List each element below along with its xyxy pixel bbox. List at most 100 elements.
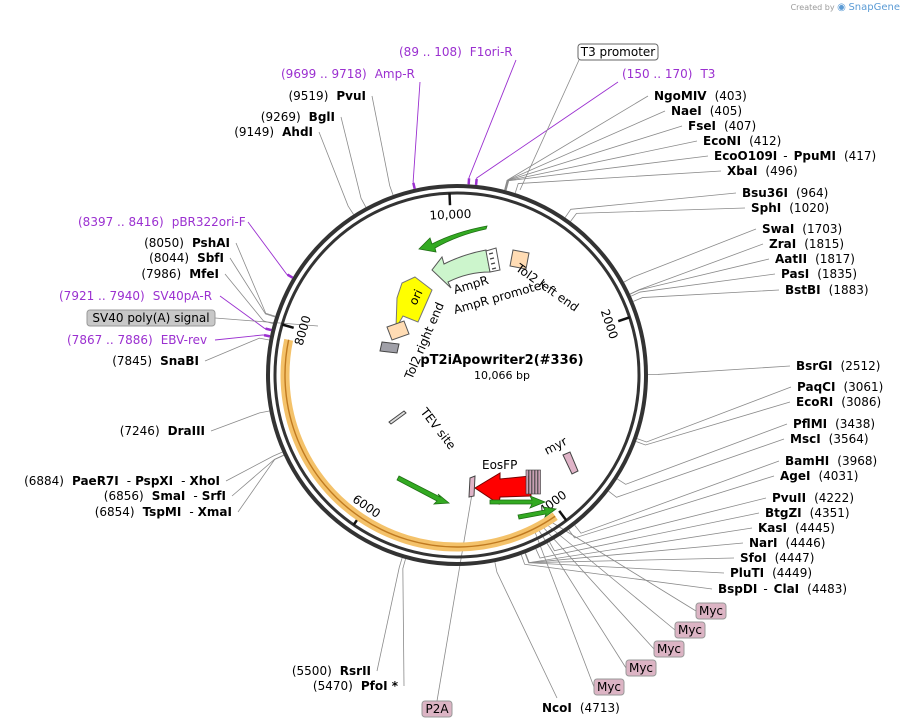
feature-label-text: P2A — [425, 702, 449, 716]
enzyme-name: MscI — [790, 432, 821, 446]
enzyme-name: PasI — [781, 267, 809, 281]
enzyme-leader — [225, 451, 283, 482]
enzyme-position: (4351) — [810, 506, 850, 520]
enzyme-leader — [520, 554, 713, 590]
enzyme-position: (9269) — [261, 110, 301, 124]
primer-leader — [219, 295, 272, 331]
enzyme-label: (6856)SmaI-SrfI — [104, 489, 226, 503]
feature-leader — [519, 59, 580, 191]
feature-label-box — [653, 640, 685, 658]
eosfp-arrow — [474, 472, 532, 505]
feature-label-box — [674, 621, 706, 639]
enzyme-name: PluTI — [730, 566, 764, 580]
enzyme-name: AatII — [775, 252, 807, 266]
enzyme-label: EcoRI (3086) — [796, 395, 881, 409]
green-arrow-bottom-right — [517, 506, 558, 520]
enzyme-name: XhoI — [189, 474, 220, 488]
primer-mark — [286, 273, 294, 279]
enzyme-name: NarI — [749, 536, 778, 550]
enzyme-label: Bsu36I(964) — [742, 186, 828, 200]
ampr-feature — [431, 247, 501, 289]
enzyme-label: BsrGI(2512) — [796, 359, 880, 373]
enzyme-label: FseI(407) — [688, 119, 756, 133]
enzyme-name: EcoRI — [796, 395, 833, 409]
enzyme-position: (964) — [796, 186, 828, 200]
enzyme-name: PaeR7I — [72, 474, 119, 488]
primer-range: (7921 .. 7940) — [59, 289, 145, 303]
tev-site-mark — [388, 410, 407, 425]
enzyme-separator: - — [127, 474, 131, 488]
enzyme-name: BglI — [309, 110, 335, 124]
sv40-block — [379, 341, 400, 354]
primer-name: EBV-rev — [161, 333, 207, 347]
enzyme-position: (403) — [715, 89, 747, 103]
enzyme-leader — [494, 562, 558, 699]
enzyme-label: (6854)TspMI-XmaI — [95, 505, 232, 519]
enzyme-name: XbaI — [727, 164, 757, 178]
enzyme-position: (4449) — [772, 566, 812, 580]
feature-leader — [541, 525, 655, 650]
primer-name: SV40pA-R — [153, 289, 212, 303]
enzyme-label: (7246) DraIII — [120, 424, 205, 438]
enzyme-leader — [224, 273, 274, 324]
primer-range: (8397 .. 8416) — [78, 215, 164, 229]
enzyme-label: SphI(1020) — [751, 201, 829, 215]
primer-mark — [265, 327, 272, 332]
enzyme-separator: - — [763, 582, 767, 596]
enzyme-position: (3564) — [829, 432, 869, 446]
enzyme-leader — [376, 557, 403, 672]
enzyme-position: (3086) — [841, 395, 881, 409]
enzyme-name: AgeI — [780, 469, 810, 483]
enzyme-position: (7246) — [120, 424, 160, 438]
myc-strip — [534, 469, 538, 495]
enzyme-position: (3061) — [843, 380, 883, 394]
enzyme-name: SfoI — [740, 551, 767, 565]
enzyme-leader — [237, 454, 284, 513]
enzyme-leader — [535, 512, 760, 559]
enzyme-position: (9149) — [234, 125, 274, 139]
feature-label-box — [86, 309, 216, 327]
enzyme-label: BspDI-ClaI(4483) — [718, 582, 847, 596]
enzyme-position: (1883) — [829, 283, 869, 297]
primer-name: F1ori-R — [470, 45, 513, 59]
enzyme-leader — [371, 95, 394, 196]
enzyme-leader — [608, 438, 785, 498]
feature-label-text: Myc — [629, 661, 653, 675]
enzyme-position: (6884) — [24, 474, 64, 488]
enzyme-name: DraIII — [168, 424, 205, 438]
enzyme-leader — [549, 497, 767, 552]
feature-label-box — [421, 700, 453, 718]
enzyme-label: PasI(1835) — [781, 267, 857, 281]
enzyme-position: (1815) — [804, 237, 844, 251]
enzyme-leader — [318, 131, 354, 215]
bp-tick-label: 10,000 — [429, 207, 472, 223]
enzyme-position: (412) — [749, 134, 781, 148]
green-arrow-bottom-left — [396, 475, 451, 505]
enzyme-position: (4447) — [775, 551, 815, 565]
myc-strip — [537, 469, 541, 495]
enzyme-separator: - — [189, 505, 193, 519]
enzyme-label: (9269) BglI — [261, 110, 335, 124]
feature-leader — [214, 317, 319, 327]
plasmid-name: pT2iApowriter2(#336) — [420, 353, 583, 368]
feature-label-box — [625, 659, 657, 677]
enzyme-leader — [574, 460, 780, 534]
snapgene-logo-icon: ◉ — [837, 2, 846, 13]
enzyme-leader — [524, 553, 725, 574]
enzyme-leader — [629, 243, 764, 295]
enzyme-name: PflMI — [793, 417, 827, 431]
enzyme-name: PvuII — [772, 491, 806, 505]
enzyme-leader — [623, 228, 757, 283]
enzyme-name: TspMI — [143, 505, 182, 519]
enzyme-name: PvuI — [336, 89, 366, 103]
bp-tick-mark — [558, 510, 568, 522]
enzyme-leader — [504, 125, 683, 191]
enzyme-position: (8050) — [144, 236, 184, 250]
myc-strip — [525, 469, 529, 495]
enzyme-label: NgoMIV (403) — [654, 89, 747, 103]
primer-name: pBR322ori-F — [172, 215, 246, 229]
enzyme-leader — [505, 140, 698, 191]
enzyme-name: NaeI — [671, 104, 702, 118]
enzyme-label: XbaI(496) — [727, 164, 798, 178]
enzyme-name: NgoMIV — [654, 89, 707, 103]
